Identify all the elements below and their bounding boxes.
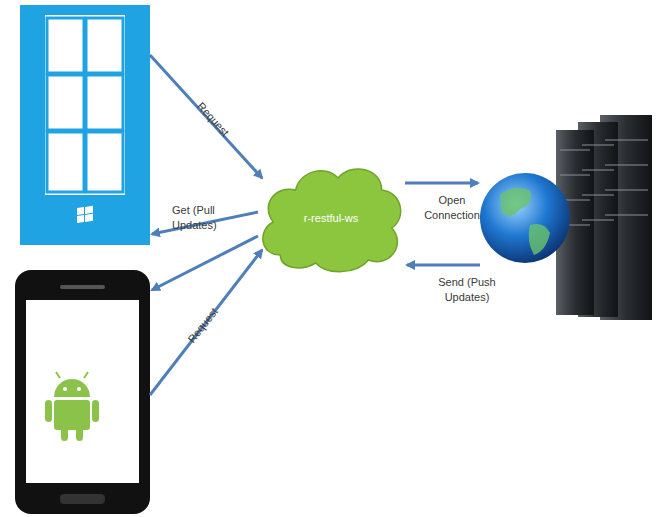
node-label: r-restful-ws [304, 212, 358, 224]
arrow-label: Open Connection [422, 193, 482, 223]
arrow-label: Send (Push Updates) [432, 275, 502, 305]
android-phone [15, 270, 150, 514]
windows-phone [20, 5, 150, 245]
cloud-node: r-restful-ws [255, 160, 407, 275]
android-logo [45, 372, 99, 441]
arrows [150, 55, 480, 395]
arrow-label: Get (Pull Updates) [172, 203, 234, 233]
arrow-label: Request [184, 88, 242, 150]
server-globe [480, 115, 652, 320]
arrow-label: Request [176, 293, 231, 357]
